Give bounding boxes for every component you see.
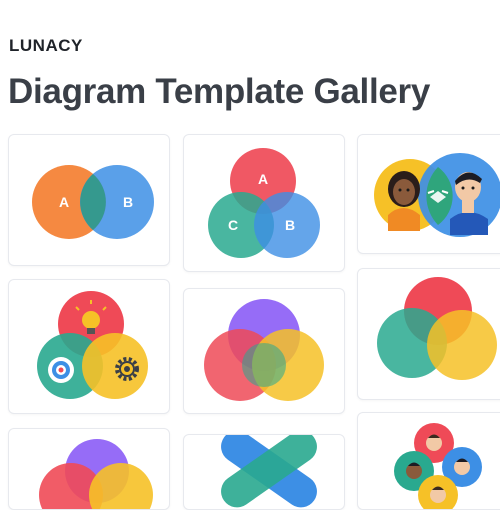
overlap-venn-diagram xyxy=(39,439,153,509)
template-card-three-circle-venn[interactable] xyxy=(357,268,500,400)
template-card-cross-diagram[interactable] xyxy=(183,434,345,510)
gear-icon xyxy=(115,357,139,381)
venn-circle-c xyxy=(208,192,274,258)
template-card-team-venn[interactable] xyxy=(357,412,500,510)
template-card-people-venn[interactable] xyxy=(357,134,500,254)
venn-circle-right xyxy=(427,310,497,380)
venn-label-a: A xyxy=(258,171,268,187)
page-title: Diagram Template Gallery xyxy=(8,72,431,111)
app-logo: LUNACY xyxy=(9,36,83,55)
venn-label-b: B xyxy=(123,194,133,210)
venn-circle-center xyxy=(242,343,286,387)
three-circle-venn-diagram xyxy=(377,277,497,380)
two-set-venn-diagram: A B xyxy=(32,165,154,239)
template-card-overlap-venn[interactable] xyxy=(8,428,170,510)
person-avatar-icon xyxy=(406,462,422,479)
venn-circle-right xyxy=(82,333,148,399)
three-set-venn-diagram: A C B xyxy=(208,148,320,258)
four-set-venn-diagram xyxy=(204,299,324,401)
venn-overlap xyxy=(80,174,106,230)
template-card-three-set-venn[interactable]: A C B xyxy=(183,134,345,272)
target-icon xyxy=(48,357,74,383)
person-avatar-icon xyxy=(454,458,470,475)
lightbulb-icon xyxy=(75,300,107,334)
idea-venn-diagram xyxy=(37,291,148,399)
man-avatar-icon xyxy=(450,172,488,235)
venn-label-b: B xyxy=(285,217,295,233)
venn-circle-left xyxy=(39,463,103,509)
cross-diagram xyxy=(221,435,317,508)
team-venn-diagram xyxy=(394,423,482,509)
venn-circle-b xyxy=(254,192,320,258)
person-avatar-icon xyxy=(430,486,446,503)
people-venn-diagram xyxy=(374,153,500,237)
venn-circle-left xyxy=(377,308,447,378)
venn-circle-right xyxy=(89,463,153,509)
template-card-two-set-venn[interactable]: A B xyxy=(8,134,170,266)
person-avatar-icon xyxy=(426,434,442,451)
cross-bar-teal xyxy=(221,435,317,508)
handshake-icon xyxy=(427,190,449,203)
woman-avatar-icon xyxy=(388,171,420,231)
venn-label-c: C xyxy=(228,217,238,233)
venn-label-a: A xyxy=(59,194,69,210)
template-card-idea-venn[interactable] xyxy=(8,279,170,414)
template-card-four-set-venn[interactable] xyxy=(183,288,345,414)
